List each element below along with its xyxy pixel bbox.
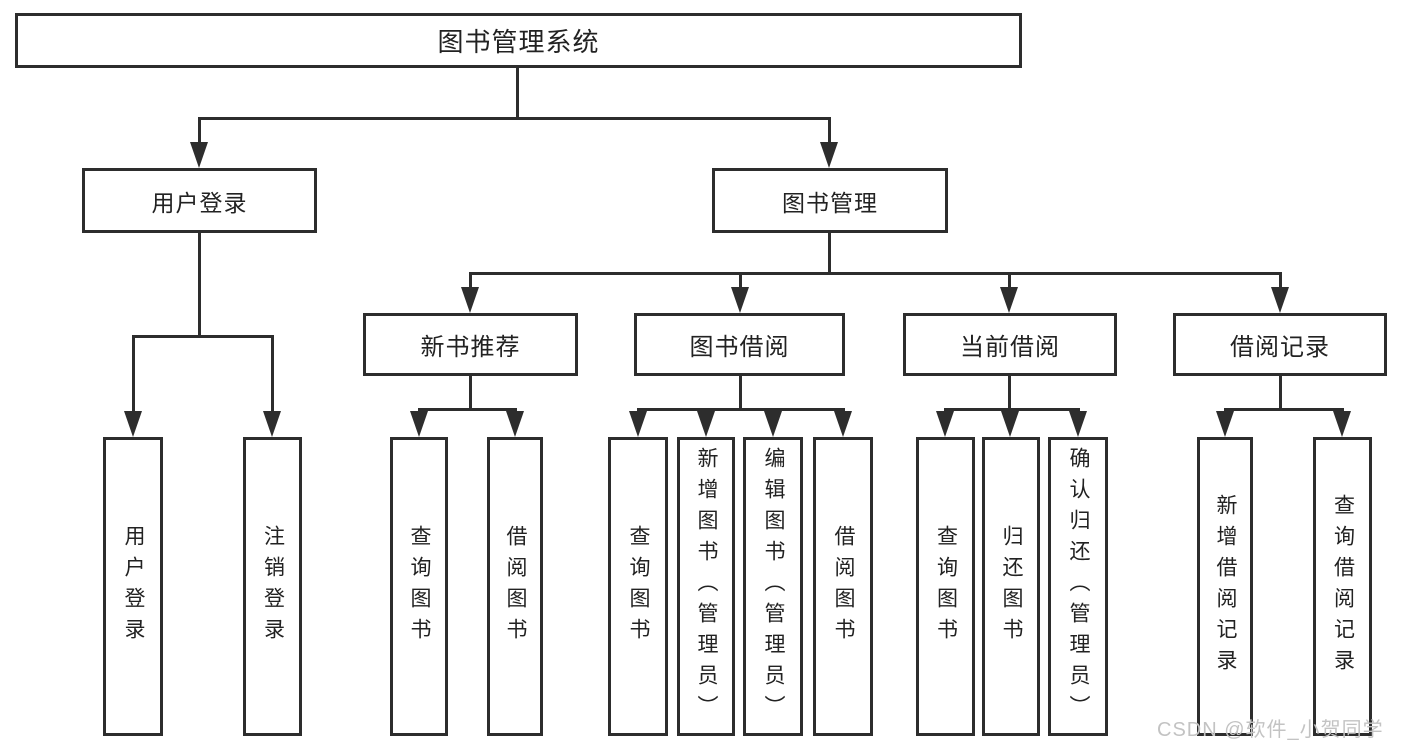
arrow-down-icon bbox=[936, 411, 954, 437]
leaf-label: 查询图书 bbox=[934, 524, 958, 649]
node-label: 图书管理系统 bbox=[437, 27, 600, 57]
node-book-management: 图书管理 bbox=[712, 168, 948, 233]
connector-line bbox=[418, 408, 517, 411]
arrow-down-icon bbox=[1271, 287, 1289, 313]
leaf-node-confirm-return-admin: 确认归还（管理员） bbox=[1048, 437, 1108, 736]
connector-line bbox=[271, 335, 274, 413]
leaf-label: 借阅图书 bbox=[504, 524, 527, 649]
arrow-down-icon bbox=[506, 411, 524, 437]
node-label: 借阅记录 bbox=[1230, 334, 1330, 361]
connector-line bbox=[637, 408, 845, 411]
leaf-node-add-borrow-record: 新增借阅记录 bbox=[1197, 437, 1253, 736]
connector-line bbox=[828, 233, 831, 275]
node-new-book-recommend: 新书推荐 bbox=[363, 313, 578, 376]
connector-line bbox=[1008, 272, 1011, 290]
arrow-down-icon bbox=[1216, 411, 1234, 437]
leaf-node-borrow-book-2: 借阅图书 bbox=[813, 437, 873, 736]
connector-line bbox=[944, 408, 1080, 411]
csdn-watermark: CSDN @软件_小贺同学 bbox=[1157, 719, 1384, 741]
leaf-label: 新增借阅记录 bbox=[1214, 493, 1237, 680]
leaf-label: 确认归还（管理员） bbox=[1067, 447, 1090, 726]
connector-line bbox=[469, 376, 472, 411]
leaf-node-return-book: 归还图书 bbox=[982, 437, 1040, 736]
node-current-borrow: 当前借阅 bbox=[903, 313, 1117, 376]
connector-line bbox=[198, 117, 201, 145]
arrow-down-icon bbox=[461, 287, 479, 313]
connector-line bbox=[1279, 272, 1282, 290]
leaf-label: 查询图书 bbox=[627, 524, 650, 649]
leaf-node-edit-book-admin: 编辑图书（管理员） bbox=[743, 437, 803, 736]
connector-line bbox=[1224, 408, 1344, 411]
leaf-label: 用户登录 bbox=[122, 524, 145, 649]
connector-line bbox=[198, 117, 831, 120]
arrow-down-icon bbox=[263, 411, 281, 437]
node-user-login: 用户登录 bbox=[82, 168, 317, 233]
connector-line bbox=[1279, 376, 1282, 411]
arrow-down-icon bbox=[697, 411, 715, 437]
node-book-borrow: 图书借阅 bbox=[634, 313, 845, 376]
arrow-down-icon bbox=[1001, 411, 1019, 437]
node-system-root: 图书管理系统 bbox=[15, 13, 1022, 68]
leaf-node-logout: 注销登录 bbox=[243, 437, 302, 736]
node-label: 图书借阅 bbox=[689, 334, 790, 361]
arrow-down-icon bbox=[820, 142, 838, 168]
arrow-down-icon bbox=[124, 411, 142, 437]
leaf-label: 查询图书 bbox=[408, 524, 431, 649]
node-label: 用户登录 bbox=[151, 189, 248, 216]
connector-line bbox=[1008, 376, 1011, 411]
leaf-node-user-login: 用户登录 bbox=[103, 437, 163, 736]
connector-line bbox=[132, 335, 135, 413]
connector-line bbox=[198, 233, 201, 338]
leaf-label: 编辑图书（管理员） bbox=[762, 447, 785, 726]
arrow-down-icon bbox=[1069, 411, 1087, 437]
arrow-down-icon bbox=[731, 287, 749, 313]
connector-line bbox=[516, 68, 519, 120]
node-label: 当前借阅 bbox=[960, 334, 1060, 361]
connector-line bbox=[132, 335, 274, 338]
arrow-down-icon bbox=[1000, 287, 1018, 313]
leaf-node-add-book-admin: 新增图书（管理员） bbox=[677, 437, 735, 736]
leaf-node-query-book-2: 查询图书 bbox=[608, 437, 668, 736]
arrow-down-icon bbox=[410, 411, 428, 437]
node-label: 新书推荐 bbox=[420, 334, 521, 361]
arrow-down-icon bbox=[629, 411, 647, 437]
connector-line bbox=[739, 376, 742, 411]
leaf-label: 归还图书 bbox=[1000, 524, 1023, 649]
node-label: 图书管理 bbox=[782, 189, 878, 216]
connector-line bbox=[739, 272, 742, 290]
leaf-label: 新增图书（管理员） bbox=[695, 447, 718, 726]
leaf-node-borrow-book-1: 借阅图书 bbox=[487, 437, 543, 736]
leaf-node-query-borrow-record: 查询借阅记录 bbox=[1313, 437, 1372, 736]
leaf-label: 借阅图书 bbox=[832, 524, 855, 649]
leaf-label: 查询借阅记录 bbox=[1331, 493, 1355, 680]
arrow-down-icon bbox=[190, 142, 208, 168]
node-borrow-records: 借阅记录 bbox=[1173, 313, 1387, 376]
arrow-down-icon bbox=[834, 411, 852, 437]
arrow-down-icon bbox=[1333, 411, 1351, 437]
leaf-node-query-book-3: 查询图书 bbox=[916, 437, 975, 736]
leaf-node-query-book-1: 查询图书 bbox=[390, 437, 448, 736]
connector-line bbox=[469, 272, 472, 290]
arrow-down-icon bbox=[764, 411, 782, 437]
connector-line bbox=[828, 117, 831, 145]
leaf-label: 注销登录 bbox=[261, 524, 285, 649]
connector-line bbox=[469, 272, 1282, 275]
